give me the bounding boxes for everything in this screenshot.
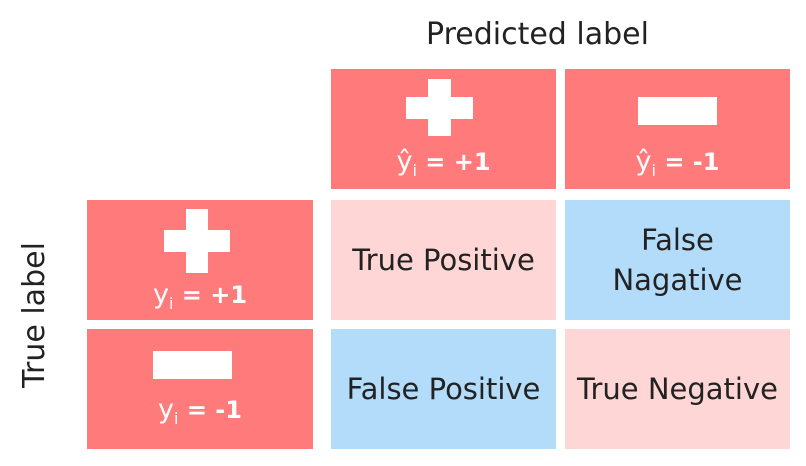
true-positive-value: = +1 [173,281,248,309]
predicted-negative-subscript: i [651,161,656,180]
predicted-negative-variable: ŷ [635,146,652,177]
predicted-negative-header: ŷi = -1 [565,69,790,189]
false-negative-text: False Nagative [612,223,743,297]
predicted-negative-symbol: ŷi = -1 [565,146,790,180]
predicted-positive-subscript: i [412,161,417,180]
true-positive-header: yi = +1 [87,200,313,320]
predicted-label-title: Predicted label [426,17,649,52]
minus-icon [638,97,717,125]
true-positive-symbol: yi = +1 [87,279,313,313]
plus-icon-vertical-bar [428,79,451,136]
predicted-positive-symbol: ŷi = +1 [331,146,556,180]
predicted-negative-value: = -1 [655,148,720,176]
false-positive-cell: False Positive [331,329,556,449]
true-negative-text: True Negative [577,372,778,406]
true-negative-variable: y [158,394,175,425]
true-positive-variable: y [152,279,169,310]
true-negative-value: = -1 [178,396,242,424]
true-negative-header: yi = -1 [87,329,313,449]
true-positive-cell: True Positive [331,200,556,320]
true-positive-subscript: i [168,294,174,313]
false-negative-cell: False Nagative [565,200,790,320]
true-negative-cell: True Negative [565,329,790,449]
true-positive-text: True Positive [352,243,535,277]
predicted-positive-header: ŷi = +1 [331,69,556,189]
true-negative-subscript: i [174,409,179,428]
minus-icon [153,351,232,379]
plus-icon-vertical-bar [186,209,208,273]
predicted-positive-variable: ŷ [396,146,413,177]
true-negative-symbol: yi = -1 [87,394,313,428]
predicted-positive-value: = +1 [416,148,491,176]
false-positive-text: False Positive [346,372,541,406]
true-label-title: True label [17,242,52,388]
